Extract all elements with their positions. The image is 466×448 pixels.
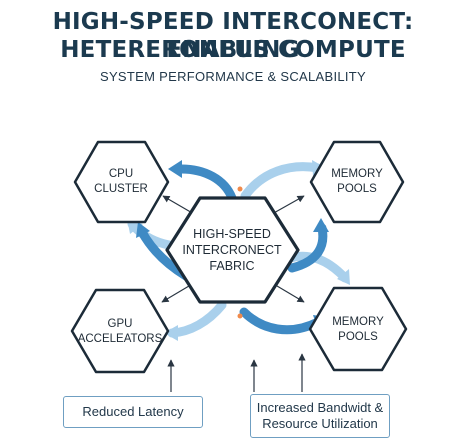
hex-gpu-label-1: GPU (108, 318, 133, 330)
arrowhead-right-light (337, 269, 350, 285)
callout-bandwidth-text-2: Resource Utilization (262, 416, 378, 431)
hex-memory-top-label-1: MEMORY (331, 168, 383, 180)
page-subtitle: SYSTEM PERFORMANCE & SCALABILITY (99, 69, 367, 84)
arrowhead-right-up (313, 218, 329, 232)
hex-center-label-2: INTERCRONECT (182, 243, 282, 257)
connector-memory-bottom (271, 282, 305, 303)
hex-memory-pools-bottom: MEMORY POOLS (308, 286, 408, 372)
flow-arrow-cpu-in (173, 164, 237, 203)
callout-increased-bandwidth: Increased Bandwidt & Resource Utilizatio… (250, 394, 390, 438)
page-title-line-2: HETERERONEUS COMPUTE (60, 37, 406, 63)
hex-cpu-label-2: CLUSTER (94, 183, 148, 195)
callout-bandwidth-text-1: Increased Bandwidt & (256, 400, 384, 415)
hex-cpu-cluster: CPU CLUSTER (73, 140, 170, 224)
hex-gpu-accelerators: GPU ACCELEATORS (70, 288, 170, 374)
callout-reduced-latency: Reduced Latency (63, 396, 203, 428)
hex-gpu-label-2: ACCELEATORS (78, 333, 163, 345)
hex-center-label-3: FABRIC (209, 259, 254, 273)
flow-arrow-right-light (285, 251, 350, 283)
flow-arrow-bottom-right (239, 307, 323, 335)
hex-memory-bottom-label-2: POOLS (338, 331, 378, 343)
hex-memory-bottom-label-1: MEMORY (332, 316, 384, 328)
arrowhead-left-down (136, 222, 150, 238)
arrowhead-cpu-in (168, 160, 182, 178)
hex-cpu-label-1: CPU (109, 168, 133, 180)
flow-arrow-right-up (287, 223, 328, 273)
connector-memory-top (271, 195, 305, 215)
page-title-line-1: HIGH-SPEED INTERCONECT: ENABLING (52, 9, 414, 63)
arrowhead-bottom-light (164, 325, 178, 341)
connector-cpu (162, 195, 195, 215)
accent-dot-top (237, 186, 243, 192)
hex-interconnect-fabric: HIGH-SPEED INTERCRONECT FABRIC (165, 196, 300, 304)
hex-memory-top-label-2: POOLS (337, 183, 377, 195)
flow-arrow-top-light (240, 162, 323, 201)
flow-arrow-bottom-light (167, 300, 227, 338)
hex-center-label-1: HIGH-SPEED (193, 227, 271, 241)
accent-dot-bottom (237, 313, 243, 319)
hex-memory-pools-top: MEMORY POOLS (309, 140, 405, 224)
callout-latency-text: Reduced Latency (82, 404, 184, 419)
